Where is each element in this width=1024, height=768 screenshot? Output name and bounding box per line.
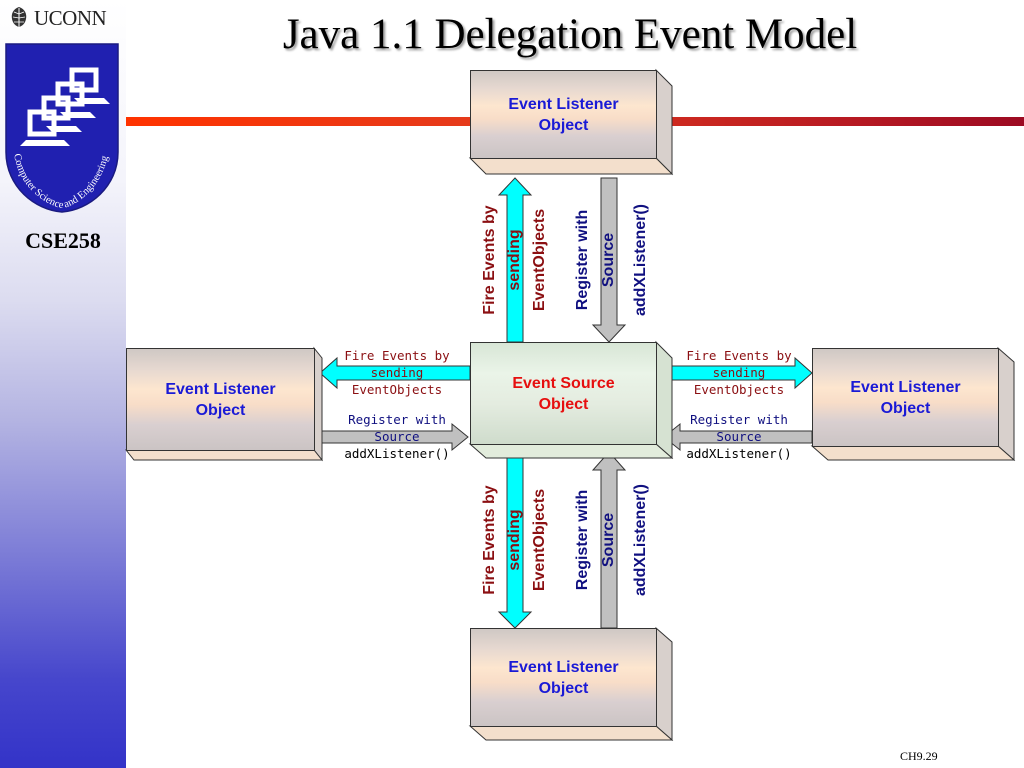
slide-title: Java 1.1 Delegation Event Model: [282, 11, 858, 58]
register-label-left-line2: Source: [374, 429, 420, 444]
stacked-computers-icon: [27, 67, 99, 137]
course-code: CSE258: [25, 228, 101, 253]
fire-label-top-line3: EventObjects: [531, 208, 548, 312]
fire-label-left-line3: EventObjects: [351, 382, 443, 397]
register-arrow-top: [591, 177, 627, 343]
listener-box-right: Event Listener Object: [810, 346, 1016, 462]
fire-label-top-line1: Fire Events by: [481, 205, 498, 315]
listener-subtitle: Object: [880, 399, 931, 417]
listener-box-top: Event Listener Object: [468, 68, 674, 176]
fire-arrow-right: [661, 356, 813, 390]
register-arrow-bottom: [591, 451, 627, 629]
sidebar: UCONN Computer Science and Engineering C…: [0, 0, 126, 768]
fire-label-right-line1: Fire Events by: [686, 348, 792, 363]
fire-label-bottom-line3: EventObjects: [531, 488, 548, 592]
fire-label-top-line2: sending: [506, 229, 523, 291]
fire-label-bottom-line1: Fire Events by: [481, 485, 498, 595]
fire-arrow-left: [319, 356, 471, 390]
fire-arrow-bottom: [497, 451, 533, 629]
listener-title: Event Listener: [850, 378, 961, 396]
listener-title: Event Listener: [165, 380, 276, 398]
university-name: UCONN: [34, 5, 107, 30]
listener-subtitle: Object: [538, 679, 589, 697]
oak-leaf-icon: [11, 7, 27, 29]
box-3d-edge: [124, 346, 324, 462]
register-label-left-line1: Register with: [348, 412, 446, 427]
fire-label-bottom-line2: sending: [506, 509, 523, 571]
department-shield-logo: Computer Science and Engineering: [5, 43, 119, 213]
listener-title: Event Listener: [508, 95, 619, 113]
register-label-bottom-line2: Source: [600, 512, 617, 568]
register-label-left-line3: addXListener(): [344, 446, 450, 461]
source-title: Event Source: [512, 374, 615, 392]
register-label-bottom-line1: Register with: [574, 489, 591, 591]
fire-label-left-line2: sending: [370, 365, 424, 380]
fire-label-right-line2: sending: [712, 365, 766, 380]
register-label-top-line1: Register with: [574, 209, 591, 311]
listener-subtitle: Object: [538, 116, 589, 134]
fire-label-left-line1: Fire Events by: [344, 348, 450, 363]
box-3d-edge: [810, 346, 1016, 462]
uconn-logo: UCONN: [8, 5, 107, 30]
register-label-bottom-line3: addXListener(): [632, 484, 649, 597]
register-arrow-left: [319, 422, 469, 452]
listener-title: Event Listener: [508, 658, 619, 676]
source-subtitle: Object: [538, 395, 589, 413]
fire-label-right-line3: EventObjects: [693, 382, 785, 397]
register-label-right-line1: Register with: [690, 412, 788, 427]
register-label-top-line3: addXListener(): [632, 204, 649, 317]
source-box: Event Source Object: [468, 340, 674, 460]
listener-box-bottom: Event Listener Object: [468, 626, 674, 742]
listener-box-left: Event Listener Object: [124, 346, 324, 462]
box-3d-edge: [468, 68, 674, 176]
register-label-right-line2: Source: [716, 429, 762, 444]
register-label-right-line3: addXListener(): [686, 446, 792, 461]
fire-arrow-top: [497, 177, 533, 343]
slide-number: CH9.29: [900, 749, 938, 763]
listener-subtitle: Object: [195, 401, 246, 419]
register-label-top-line2: Source: [600, 232, 617, 288]
